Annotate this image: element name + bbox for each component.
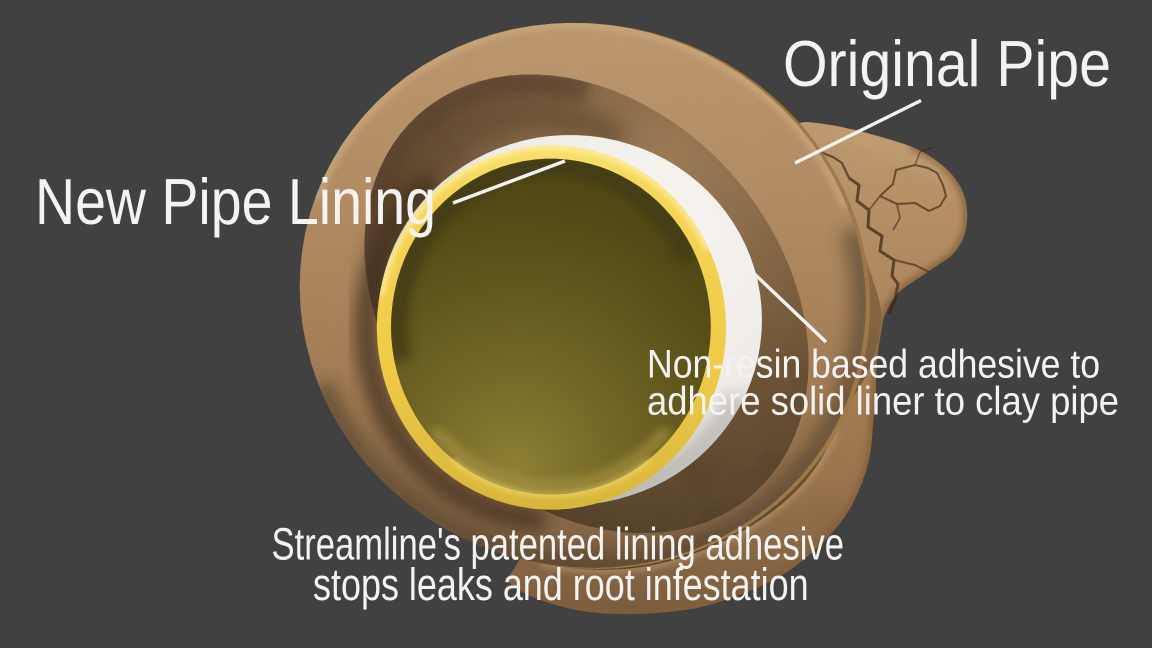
svg-text:Streamline's patented lining a: Streamline's patented lining adhesive: [272, 519, 845, 570]
svg-text:adhere solid liner to clay pip: adhere solid liner to clay pipe: [647, 379, 1119, 424]
svg-text:stops leaks and root infestati: stops leaks and root infestation: [313, 559, 809, 610]
svg-text:Non-resin based adhesive to: Non-resin based adhesive to: [647, 342, 1100, 387]
svg-text:Original Pipe: Original Pipe: [783, 28, 1111, 100]
svg-text:New Pipe Lining: New Pipe Lining: [35, 166, 436, 238]
